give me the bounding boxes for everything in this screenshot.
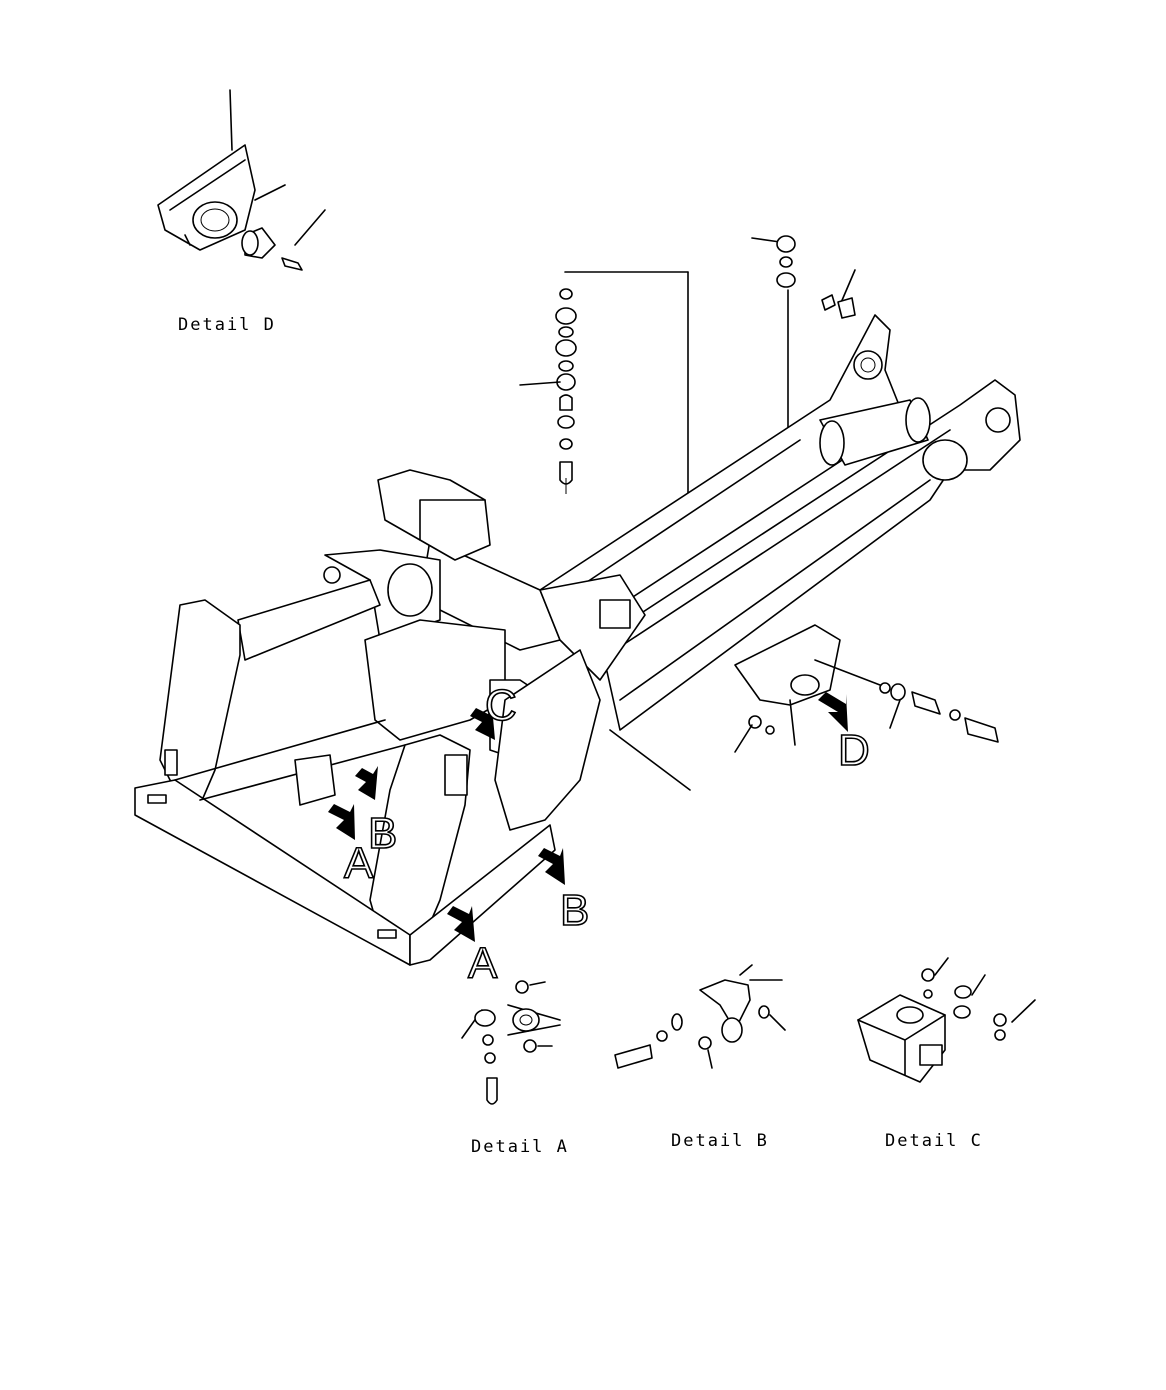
view-marker-a: A <box>468 939 498 988</box>
detail-c-drawing <box>857 957 1036 1083</box>
leader-line <box>739 964 753 976</box>
leader-line <box>1011 999 1036 1023</box>
pin <box>281 257 303 271</box>
leader-line <box>254 184 286 201</box>
right-hardware-stack <box>751 235 856 499</box>
view-marker-b: B <box>368 809 397 858</box>
bold-arrow-icon <box>538 848 565 885</box>
leader-line <box>229 89 233 151</box>
leader-line <box>751 237 781 243</box>
detail-a-caption: Detail A <box>471 1137 569 1157</box>
leader-line <box>971 974 986 996</box>
detail-d-parts <box>734 659 999 753</box>
left-tube <box>237 579 381 661</box>
detail-c-caption: Detail C <box>885 1131 983 1151</box>
leader-line <box>889 699 901 729</box>
leader-line <box>769 1014 786 1031</box>
leader-line <box>519 381 561 386</box>
detail-b-caption: Detail B <box>671 1131 769 1151</box>
view-arrows <box>328 692 848 942</box>
bold-arrow-icon <box>470 706 495 740</box>
bold-arrow-icon <box>355 766 378 800</box>
detail-b-drawing <box>614 964 786 1069</box>
center-box <box>364 619 506 741</box>
center-hardware-stack <box>519 271 788 499</box>
lower-bracket <box>734 624 841 706</box>
view-marker-c: C <box>485 681 517 730</box>
detail-d-caption: Detail D <box>178 315 276 335</box>
side-beam <box>599 379 1021 731</box>
upper-box <box>377 469 491 561</box>
leader-line <box>609 729 691 791</box>
view-marker-d: D <box>838 726 870 775</box>
leader-line <box>734 724 753 753</box>
leader-line <box>934 957 949 976</box>
bold-arrow-icon <box>818 692 848 732</box>
left-column <box>159 599 241 806</box>
leader-line <box>707 1049 713 1069</box>
bold-arrow-icon <box>447 906 475 942</box>
bolt <box>964 717 999 743</box>
bolt <box>614 1044 653 1069</box>
leader-line <box>294 209 326 246</box>
detail-a-drawing <box>461 980 561 1105</box>
bolt <box>559 461 573 485</box>
base-right <box>409 824 556 966</box>
view-marker-b: B <box>560 886 589 935</box>
detail-d-drawing <box>157 89 326 271</box>
bushing-bore <box>192 201 238 239</box>
right-support <box>494 649 601 831</box>
main-frame <box>134 314 1021 966</box>
leader-line <box>529 981 546 986</box>
leader-line <box>839 269 856 306</box>
bolt <box>486 1077 498 1105</box>
view-marker-a: A <box>344 839 374 888</box>
bold-arrow-icon <box>328 804 355 840</box>
